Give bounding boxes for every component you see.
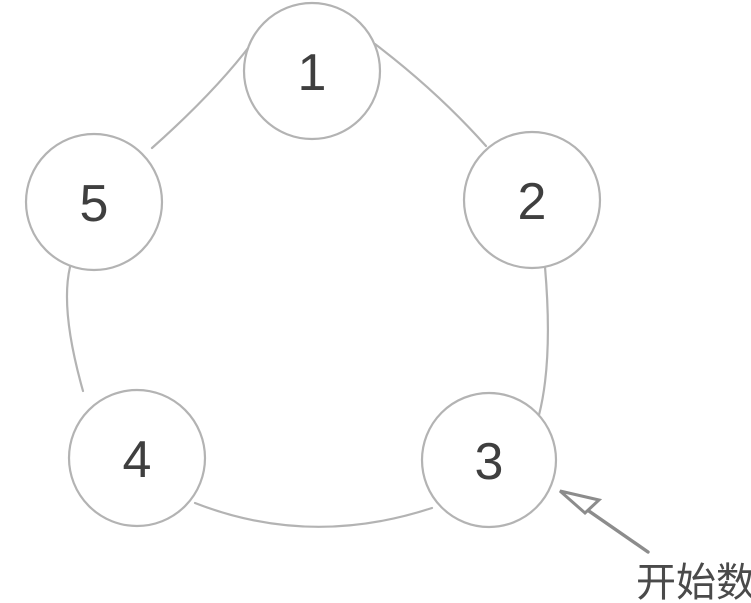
- node-1[interactable]: 1: [242, 1, 382, 141]
- node-5[interactable]: 5: [24, 132, 164, 272]
- link-2-to-3: [537, 265, 549, 417]
- node-5-label: 5: [80, 175, 109, 233]
- link-1-to-2: [373, 42, 488, 148]
- node-5-circle[interactable]: [24, 132, 164, 272]
- link-group: [65, 41, 549, 528]
- node-4-circle[interactable]: [67, 388, 207, 528]
- link-3-to-4: [193, 501, 434, 528]
- start-count-label: 开始数: [636, 560, 751, 603]
- node-3-circle[interactable]: [420, 391, 558, 529]
- node-4[interactable]: 4: [67, 388, 207, 528]
- node-2[interactable]: 2: [462, 130, 602, 270]
- node-4-label: 4: [123, 431, 152, 489]
- open-arrowhead-icon: [559, 489, 603, 516]
- link-5-to-1: [150, 41, 254, 150]
- node-3-label: 3: [475, 433, 504, 491]
- node-1-circle[interactable]: [242, 1, 382, 141]
- node-2-circle[interactable]: [462, 130, 602, 270]
- link-4-to-5: [65, 265, 85, 393]
- node-3[interactable]: 3: [420, 391, 558, 529]
- node-2-label: 2: [518, 173, 547, 231]
- start-count-pointer: [559, 489, 650, 554]
- node-1-label: 1: [298, 44, 327, 102]
